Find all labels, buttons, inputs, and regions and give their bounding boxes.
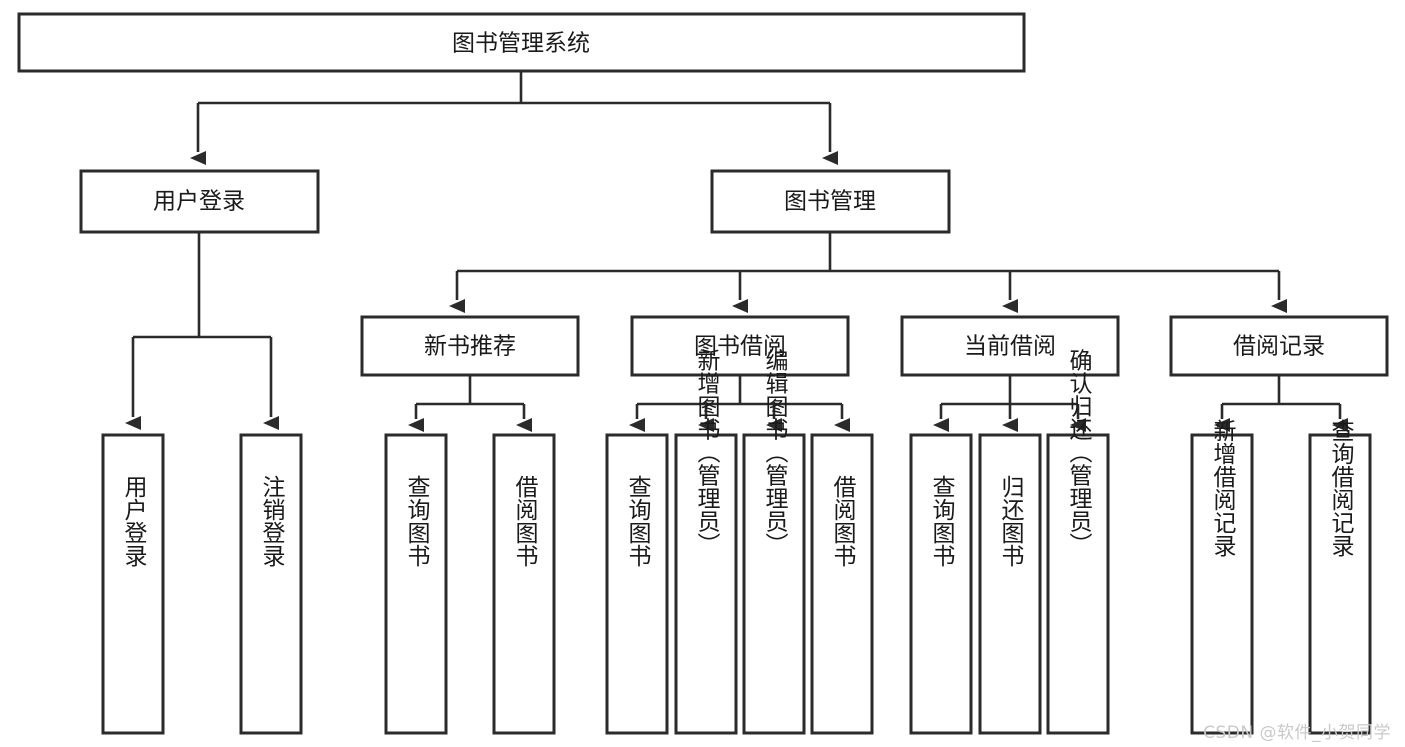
- node-leaf-borrow-book-1[interactable]: 借阅图书: [492, 433, 556, 735]
- node-borrow-record[interactable]: 借阅记录: [1169, 315, 1389, 377]
- node-leaf-query-book-1[interactable]: 查询图书: [384, 433, 448, 735]
- node-leaf-confirm-return[interactable]: 确认归还（管理员）: [1046, 349, 1110, 735]
- connector-userlogin-to-leaves: [125, 232, 279, 430]
- node-user-login[interactable]: 用户登录: [79, 169, 320, 234]
- node-leaf-query-record[interactable]: 查询借阅记录: [1308, 419, 1372, 735]
- connector-root-to-level2: [190, 72, 838, 165]
- connector-record-to-leaves: [1214, 375, 1348, 432]
- node-leaf-query-record-label: 查询借阅记录: [1327, 419, 1355, 557]
- node-leaf-confirm-return-label: 确认归还（管理员）: [1065, 349, 1093, 556]
- node-book-manage-label: 图书管理: [784, 189, 876, 215]
- node-leaf-add-record[interactable]: 新增借阅记录: [1190, 419, 1254, 735]
- connector-borrow-to-leaves: [629, 375, 850, 432]
- node-borrow-record-label: 借阅记录: [1233, 334, 1325, 360]
- node-current-borrow[interactable]: 当前借阅: [900, 315, 1120, 377]
- csdn-watermark: CSDN @软件_小贺同学: [1203, 723, 1391, 743]
- node-book-borrow-label: 图书借阅: [694, 334, 786, 360]
- node-leaf-add-book-label: 新增图书（管理员）: [693, 349, 721, 556]
- node-book-manage[interactable]: 图书管理: [710, 169, 951, 234]
- node-new-book-recommend[interactable]: 新书推荐: [360, 315, 580, 377]
- node-leaf-query-book-1-label: 查询图书: [403, 475, 431, 567]
- node-leaf-user-login[interactable]: 用户登录: [101, 433, 165, 735]
- node-leaf-query-book-2-label: 查询图书: [624, 475, 652, 567]
- node-leaf-return-book-label: 归还图书: [997, 475, 1025, 567]
- node-leaf-query-book-3[interactable]: 查询图书: [909, 433, 973, 735]
- node-book-borrow[interactable]: 图书借阅: [630, 315, 850, 377]
- node-root-label: 图书管理系统: [452, 31, 590, 57]
- connector-recommend-to-leaves: [408, 375, 532, 432]
- node-leaf-user-login-label: 用户登录: [120, 475, 148, 567]
- connector-bookmanage-to-level3: [449, 232, 1287, 313]
- node-leaf-edit-book-label: 编辑图书（管理员）: [761, 349, 789, 556]
- node-leaf-add-book[interactable]: 新增图书（管理员）: [674, 349, 738, 735]
- node-leaf-query-book-3-label: 查询图书: [928, 475, 956, 567]
- node-leaf-logout-label: 注销登录: [258, 475, 286, 567]
- node-leaf-query-book-2[interactable]: 查询图书: [605, 433, 669, 735]
- node-leaf-borrow-book-1-label: 借阅图书: [511, 475, 539, 567]
- connector-currentborrow-to-leaves: [933, 375, 1086, 432]
- node-leaf-logout[interactable]: 注销登录: [239, 433, 303, 735]
- node-new-book-recommend-label: 新书推荐: [424, 334, 516, 360]
- connector-layer: [125, 72, 1348, 432]
- node-current-borrow-label: 当前借阅: [964, 334, 1056, 360]
- node-leaf-borrow-book-2[interactable]: 借阅图书: [810, 433, 874, 735]
- node-leaf-borrow-book-2-label: 借阅图书: [829, 475, 857, 567]
- node-leaf-add-record-label: 新增借阅记录: [1209, 419, 1237, 557]
- node-root[interactable]: 图书管理系统: [17, 12, 1026, 73]
- node-leaf-return-book[interactable]: 归还图书: [978, 433, 1042, 735]
- node-user-login-label: 用户登录: [153, 189, 245, 215]
- node-leaf-edit-book[interactable]: 编辑图书（管理员）: [742, 349, 806, 735]
